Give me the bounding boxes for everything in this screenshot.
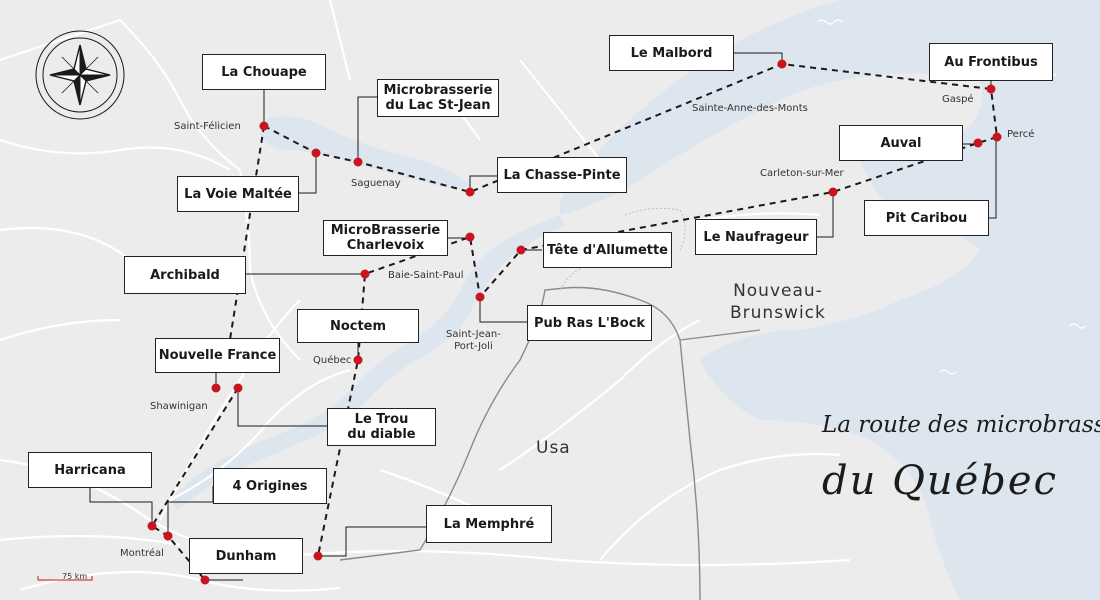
scale-bar: [37, 576, 93, 581]
label-le-malbord[interactable]: Le Malbord: [609, 35, 734, 71]
city-sainte-anne-des-monts: Sainte-Anne-des-Monts: [692, 103, 808, 114]
st-lawrence-water: [170, 215, 565, 510]
label-la-voie-maltee[interactable]: La Voie Maltée: [177, 176, 299, 212]
city-saint-felicien: Saint-Félicien: [174, 121, 241, 132]
city-saguenay: Saguenay: [351, 178, 401, 189]
label-microbrasserie-charlevoix[interactable]: MicroBrasserie Charlevoix: [323, 220, 448, 256]
label-noctem[interactable]: Noctem: [297, 309, 419, 343]
label-la-chasse-pinte[interactable]: La Chasse-Pinte: [497, 157, 627, 193]
label-harricana[interactable]: Harricana: [28, 452, 152, 488]
label-la-memphre[interactable]: La Memphré: [426, 505, 552, 543]
boundary-line-nb: [679, 329, 761, 341]
gulf-water: [560, 0, 1100, 600]
marker-le-malbord[interactable]: [777, 59, 787, 69]
label-la-chouape[interactable]: La Chouape: [202, 54, 326, 90]
compass-rose-icon: [35, 30, 125, 120]
city-quebec: Québec: [313, 355, 352, 366]
region-nouveau-brunswick: Nouveau- Brunswick: [730, 281, 826, 323]
label-dunham[interactable]: Dunham: [189, 538, 303, 574]
label-4-origines[interactable]: 4 Origines: [213, 468, 327, 504]
marker-la-memphre[interactable]: [313, 551, 323, 561]
marker-le-trou-du-diable[interactable]: [233, 383, 243, 393]
lac-saint-jean-water: [260, 116, 470, 189]
marker-pub-ras-lbock[interactable]: [475, 292, 485, 302]
marker-tete-dallumette[interactable]: [516, 245, 526, 255]
brewery-markers: [147, 59, 1002, 585]
label-nouvelle-france[interactable]: Nouvelle France: [155, 338, 280, 373]
city-gaspe: Gaspé: [942, 94, 974, 105]
marker-la-chouape[interactable]: [259, 121, 269, 131]
city-shawinigan: Shawinigan: [150, 401, 208, 412]
label-le-naufrageur[interactable]: Le Naufrageur: [695, 219, 817, 255]
scale-label: 75 km: [62, 572, 88, 581]
marker-4-origines[interactable]: [163, 531, 173, 541]
marker-auval[interactable]: [973, 138, 983, 148]
city-saint-jean-port-joli: Saint-Jean- Port-Joli: [446, 329, 501, 352]
boundary-line: [339, 286, 701, 600]
label-le-trou-du-diable[interactable]: Le Trou du diable: [327, 408, 436, 446]
label-archibald[interactable]: Archibald: [124, 256, 246, 294]
marker-dunham[interactable]: [200, 575, 210, 585]
route-dashed: [150, 62, 999, 581]
marker-le-naufrageur[interactable]: [828, 187, 838, 197]
label-au-frontibus[interactable]: Au Frontibus: [929, 43, 1053, 81]
label-microbrasserie-du-lac-st-jean[interactable]: Microbrasserie du Lac St-Jean: [377, 79, 499, 117]
marker-la-voie-maltee[interactable]: [311, 148, 321, 158]
label-tete-dallumette[interactable]: Tête d'Allumette: [543, 232, 672, 268]
region-usa: Usa: [536, 438, 571, 458]
city-carleton-sur-mer: Carleton-sur-Mer: [760, 168, 844, 179]
marker-nouvelle-france[interactable]: [211, 383, 221, 393]
city-baie-saint-paul: Baie-Saint-Paul: [388, 270, 464, 281]
marker-noctem[interactable]: [353, 355, 363, 365]
label-pit-caribou[interactable]: Pit Caribou: [864, 200, 989, 236]
marker-microbrasserie-du-lac-st-jean[interactable]: [353, 157, 363, 167]
city-perce: Percé: [1007, 129, 1035, 140]
map-title-line1: La route des microbrasseries: [822, 412, 1100, 438]
city-montreal: Montréal: [120, 548, 164, 559]
label-auval[interactable]: Auval: [839, 125, 963, 161]
label-pub-ras-lbock[interactable]: Pub Ras L'Bock: [527, 305, 652, 341]
map-title-line2: du Québec: [822, 458, 1058, 504]
marker-au-frontibus[interactable]: [986, 84, 996, 94]
marker-la-chasse-pinte[interactable]: [465, 187, 475, 197]
marker-pit-caribou[interactable]: [992, 132, 1002, 142]
marker-archibald[interactable]: [360, 269, 370, 279]
marker-microbrasserie-charlevoix[interactable]: [465, 232, 475, 242]
marker-harricana[interactable]: [147, 521, 157, 531]
